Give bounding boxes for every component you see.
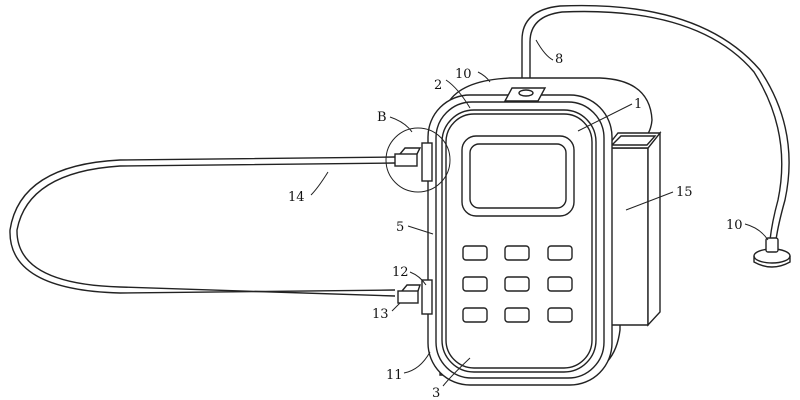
key[interactable]	[547, 276, 573, 292]
plug-lower	[397, 279, 433, 315]
leader-lines	[310, 39, 769, 387]
label-1: 1	[634, 97, 642, 112]
label-5: 5	[396, 220, 404, 235]
label-3: 3	[432, 386, 440, 400]
cable-8	[521, 4, 790, 241]
label-11: 11	[386, 368, 403, 383]
screen	[469, 143, 567, 209]
label-10-sensor: 10	[726, 218, 743, 233]
key[interactable]	[504, 245, 530, 261]
key[interactable]	[462, 307, 488, 323]
key[interactable]	[504, 276, 530, 292]
key[interactable]	[547, 245, 573, 261]
label-12: 12	[392, 265, 409, 280]
label-b: B	[377, 110, 387, 125]
plug-upper	[385, 127, 451, 193]
label-8: 8	[555, 52, 563, 67]
key[interactable]	[462, 276, 488, 292]
keypad	[462, 245, 573, 323]
label-15: 15	[676, 185, 693, 200]
key[interactable]	[462, 245, 488, 261]
sensor-disk	[753, 237, 791, 268]
screen-bezel	[461, 135, 575, 217]
label-10-band: 10	[455, 67, 472, 82]
key[interactable]	[504, 307, 530, 323]
key[interactable]	[547, 307, 573, 323]
label-13: 13	[372, 307, 389, 322]
detail-circle-b	[385, 127, 451, 193]
pocket-15	[604, 131, 662, 327]
label-2: 2	[434, 78, 442, 93]
label-14: 14	[288, 190, 305, 205]
cable-14	[9, 156, 396, 294]
